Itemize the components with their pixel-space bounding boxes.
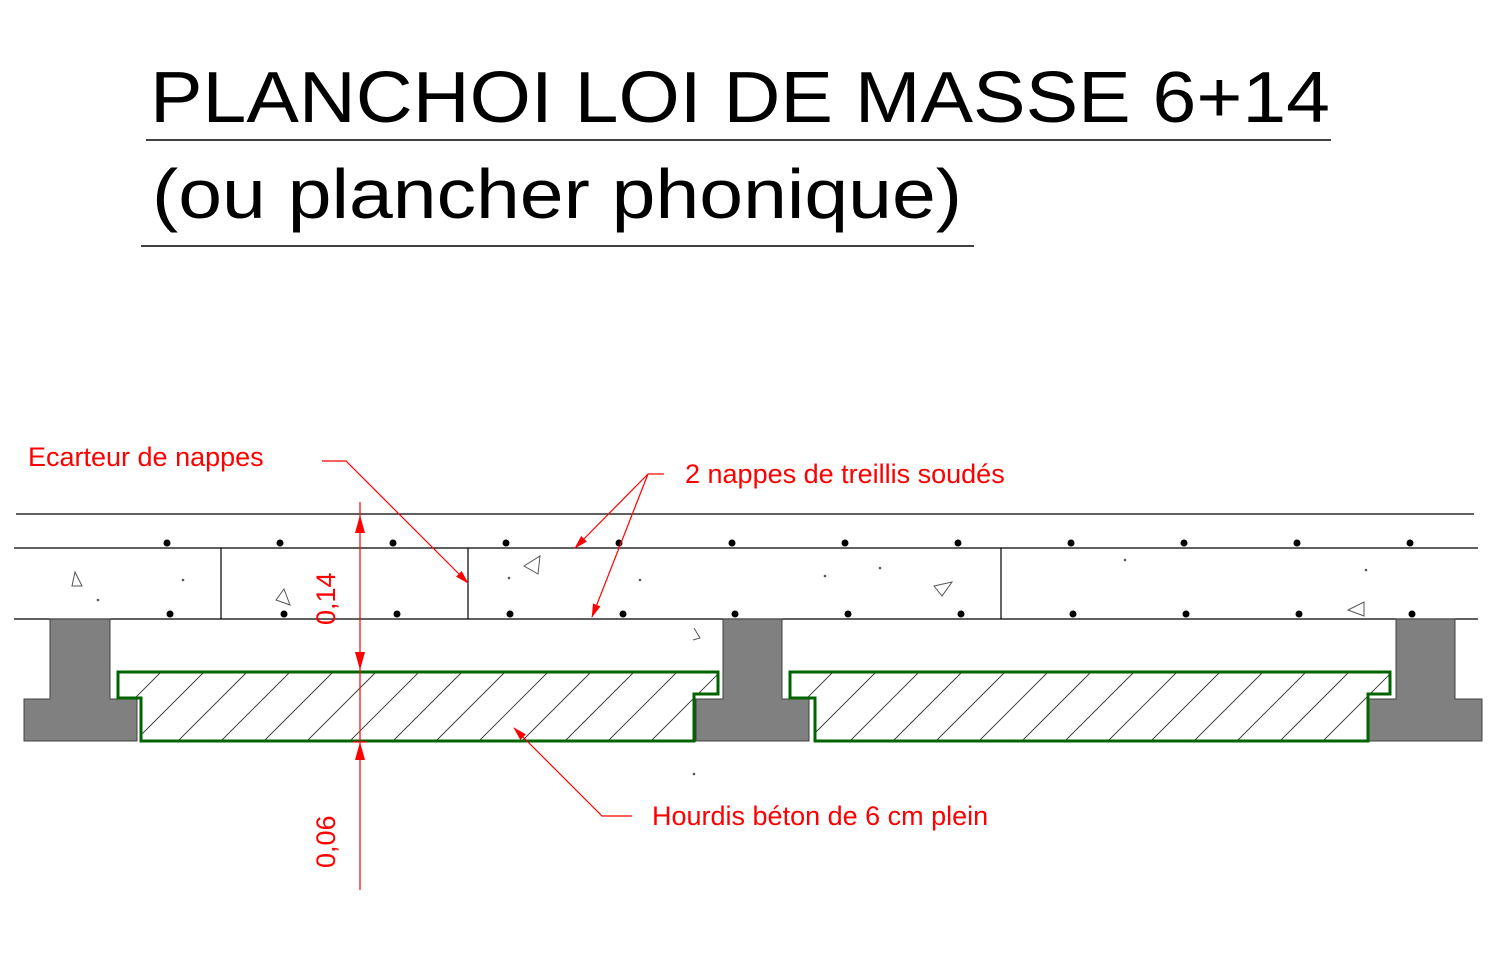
- beam-center: [695, 618, 810, 742]
- aggregate-mark: [71, 570, 83, 587]
- label-spacer: Ecarteur de nappes: [28, 442, 264, 472]
- hatch-line: [806, 672, 877, 741]
- hatch-line: [1021, 672, 1092, 741]
- aggregate-speck: [1123, 558, 1127, 562]
- aggregate-mark: [275, 587, 291, 606]
- rebar-dot: [731, 610, 739, 618]
- dimension-upper: 0,14: [311, 572, 341, 625]
- dimension-lower: 0,06: [311, 815, 341, 868]
- rebar-dot: [844, 610, 852, 618]
- rebar-dot: [1182, 610, 1190, 618]
- rebar-dot: [1067, 539, 1075, 547]
- annotation-leaders: [322, 460, 664, 817]
- hatch-line: [607, 672, 678, 741]
- beam-right: [1368, 618, 1483, 742]
- dimension-arrow: [355, 515, 365, 533]
- aggregate-speck: [638, 578, 642, 582]
- title-subtitle: (ou plancher phonique): [152, 155, 962, 233]
- rebar-dot: [166, 610, 174, 618]
- title-block: PLANCHOI LOI DE MASSE 6+14 (ou plancher …: [141, 58, 1331, 247]
- aggregate-speck: [823, 574, 827, 578]
- label-slab: Hourdis béton de 6 cm plein: [652, 801, 988, 831]
- compression-slab: [14, 513, 1478, 620]
- hatch-line: [1107, 672, 1178, 741]
- precast-beams: [23, 618, 1483, 742]
- leader-mesh-lower: [591, 473, 649, 618]
- rebar-dot: [1295, 610, 1303, 618]
- rebar-dot: [163, 539, 171, 547]
- leader-slab: [513, 727, 632, 817]
- hatch-line: [935, 672, 1006, 741]
- aggregate-speck: [507, 576, 511, 580]
- aggregate-speck: [96, 598, 100, 602]
- hatch-line: [1279, 672, 1350, 741]
- hatch-line: [435, 672, 506, 741]
- concrete-aggregate: [71, 555, 1368, 776]
- hatch-line: [521, 672, 592, 741]
- rebar-dot: [389, 539, 397, 547]
- aggregate-mark: [692, 627, 701, 641]
- solid-slabs: [116, 670, 1392, 743]
- rebar-dot: [276, 539, 284, 547]
- rebar-dot: [502, 539, 510, 547]
- label-mesh: 2 nappes de treillis soudés: [685, 459, 1005, 489]
- dimension-arrow: [355, 652, 365, 670]
- hatch-line: [1064, 672, 1135, 741]
- rebar-dot: [954, 539, 962, 547]
- leader-mesh-upper: [574, 473, 649, 549]
- aggregate-mark: [933, 581, 954, 597]
- rebar-dot: [1069, 610, 1077, 618]
- hatch-line: [564, 672, 635, 741]
- hatch-line: [650, 672, 718, 741]
- hatch-line: [1322, 672, 1390, 741]
- leader-spacer: [322, 460, 469, 584]
- hatch-line: [892, 672, 963, 741]
- hatch-line: [978, 672, 1049, 741]
- rebar-dot: [619, 610, 627, 618]
- hatch-line: [220, 672, 291, 741]
- aggregate-speck: [692, 772, 696, 776]
- rebar-dot: [1180, 539, 1188, 547]
- aggregate-speck: [181, 578, 185, 582]
- aggregate-speck: [1364, 568, 1368, 572]
- beam-left: [23, 618, 138, 742]
- rebar-dot: [957, 610, 965, 618]
- slab-panel-left: [116, 670, 720, 743]
- aggregate-mark: [523, 555, 541, 575]
- hatch-line: [478, 672, 549, 741]
- lower-mesh: [166, 610, 1416, 618]
- hatch-line: [392, 672, 463, 741]
- rebar-dot: [280, 610, 288, 618]
- hatch-line: [349, 672, 420, 741]
- hatch-line: [263, 672, 334, 741]
- hatch-line: [177, 672, 248, 741]
- rebar-dot: [1406, 539, 1414, 547]
- rebar-dot: [841, 539, 849, 547]
- hatch-line: [1193, 672, 1264, 741]
- rebar-dot: [1293, 539, 1301, 547]
- dimension-lines: [353, 502, 367, 890]
- dimension-arrow: [355, 742, 365, 760]
- hatch-line: [306, 672, 377, 741]
- aggregate-mark: [1346, 601, 1365, 617]
- aggregate-speck: [878, 566, 882, 570]
- title-main: PLANCHOI LOI DE MASSE 6+14: [150, 58, 1330, 138]
- slab-hatching-2: [790, 672, 1390, 741]
- hatch-line: [134, 672, 205, 741]
- rebar-dot: [393, 610, 401, 618]
- rebar-dot: [1408, 610, 1416, 618]
- upper-mesh: [163, 539, 1414, 547]
- hatch-line: [1236, 672, 1307, 741]
- hatch-line: [1150, 672, 1221, 741]
- rebar-dot: [506, 610, 514, 618]
- slab-panel-right: [788, 670, 1392, 743]
- hatch-line: [849, 672, 920, 741]
- rebar-dot: [728, 539, 736, 547]
